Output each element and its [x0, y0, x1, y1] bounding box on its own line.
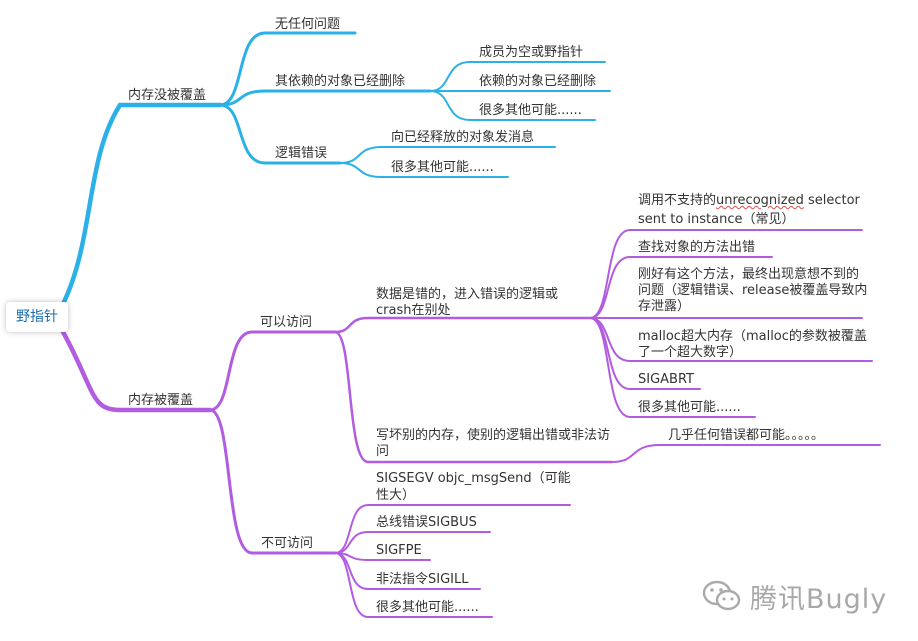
leaf-many-other-a2[interactable]: 很多其他可能...... [391, 160, 494, 175]
node-no-problem[interactable]: 无任何问题 [275, 17, 341, 32]
connector-leaf-6 [589, 317, 756, 418]
connector-leaf-1 [589, 229, 863, 319]
connector-a-logic-1 [339, 146, 556, 164]
leaf-dependent-object-deleted[interactable]: 依赖的对象已经删除 [479, 74, 597, 89]
leaf-just-has-method[interactable]: 刚好有这个方法，最终出现意想不到的问题（逻辑错误、release被覆盖导致内存泄… [638, 267, 868, 314]
watermark-text: 腾讯Bugly [750, 583, 888, 615]
leaf-many-other-b1[interactable]: 很多其他可能...... [638, 400, 741, 415]
leaf-sigabrt[interactable]: SIGABRT [638, 372, 694, 387]
leaf-sigsegv[interactable]: SIGSEGV objc_msgSend（可能性大） [376, 471, 571, 503]
node-wrong-data[interactable]: 数据是错的，进入错误的逻辑或crash在别处 [376, 287, 559, 318]
node-accessible[interactable]: 可以访问 [260, 315, 313, 330]
leaf-sigbus[interactable]: 总线错误SIGBUS [376, 515, 477, 530]
connector-a-dep [218, 89, 432, 107]
node-memory-not-overwritten[interactable]: 内存没被覆盖 [128, 88, 207, 103]
wechat-icon [702, 580, 741, 611]
leaf-sigill[interactable]: 非法指令SIGILL [376, 572, 469, 587]
leaf-many-other-a1[interactable]: 很多其他可能...... [479, 103, 582, 118]
connector-root-a [59, 102, 223, 309]
connector-writebad-leaf [611, 444, 881, 463]
leaf-member-null[interactable]: 成员为空或野指针 [479, 45, 584, 60]
node-memory-overwritten[interactable]: 内存被覆盖 [128, 393, 194, 408]
leaf-message-released-object[interactable]: 向已经释放的对象发消息 [391, 130, 535, 145]
connector-b-wrongdata [333, 316, 592, 334]
connector-leaf-2 [589, 256, 773, 319]
leaf-malloc-huge[interactable]: malloc超大内存（malloc的参数被覆盖了一个超大数字） [638, 329, 867, 360]
connector-b-access [208, 330, 337, 412]
connector-na-1 [334, 504, 571, 554]
node-write-bad-memory[interactable]: 写坏别的内存，使别的逻辑出错或非法访问 [376, 428, 611, 459]
leaf-sigfpe[interactable]: SIGFPE [376, 543, 422, 558]
connector-b-noaccess [208, 408, 337, 555]
connector-a-nochange [218, 31, 357, 107]
connector-a-logic-2 [339, 162, 509, 178]
leaf-unrecognized-selector[interactable]: 调用不支持的unrecognized selector sent to inst… [638, 193, 860, 227]
watermark: 腾讯Bugly [702, 576, 887, 616]
node-inaccessible[interactable]: 不可访问 [261, 536, 314, 551]
node-logic-error[interactable]: 逻辑错误 [275, 146, 328, 161]
node-dependency-deleted[interactable]: 其依赖的对象已经删除 [275, 74, 406, 89]
connector-a-dep-3 [429, 90, 596, 121]
connector-a-logic [218, 103, 342, 165]
connector-na-5 [334, 552, 493, 618]
leaf-many-other-b2[interactable]: 很多其他可能...... [376, 600, 479, 615]
connector-root-b [59, 327, 213, 413]
root-node[interactable]: 野指针 [6, 302, 68, 332]
connector-na-2 [334, 531, 491, 554]
connector-b-writebad [333, 330, 614, 464]
leaf-find-method-error[interactable]: 查找对象的方法出错 [638, 240, 756, 255]
leaf-almost-any-error[interactable]: 几乎任何错误都可能。。。。。 [668, 428, 825, 443]
